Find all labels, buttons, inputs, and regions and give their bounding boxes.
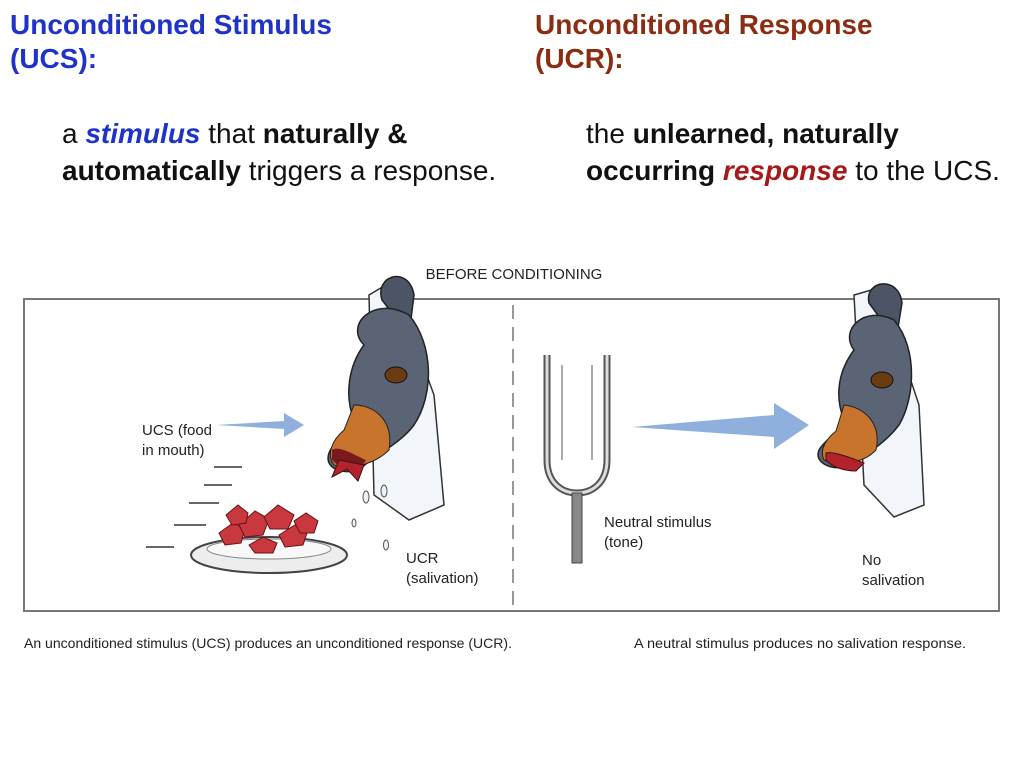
ucs-label-line1: UCS (food <box>142 422 212 439</box>
ucr-heading: Unconditioned Response (UCR): <box>535 8 975 76</box>
no-salivation-label-line2: salivation <box>862 572 925 589</box>
salivating-dog-illustration <box>327 275 445 551</box>
ucs-definition: a stimulus that naturally & automaticall… <box>62 115 502 189</box>
ucr-def-rest: to the UCS. <box>855 155 1000 186</box>
figure-title: BEFORE CONDITIONING <box>426 266 603 283</box>
ucr-definition: the unlearned, naturally occurring respo… <box>586 115 1016 189</box>
neutral-stimulus-arrow <box>632 403 809 449</box>
ucs-arrow <box>216 413 304 437</box>
ucr-label-line1: UCR <box>406 550 439 567</box>
ucr-def-bold: unlearned, naturally occurring <box>586 118 899 186</box>
no-salivation-label-line1: No <box>862 552 881 569</box>
food-plate-illustration <box>190 504 348 574</box>
neutral-stimulus-label-line1: Neutral stimulus <box>604 514 712 531</box>
ucs-heading-line2: (UCS): <box>10 43 98 74</box>
ucr-heading-line2: (UCR): <box>535 43 624 74</box>
ucs-def-a: a <box>62 118 78 149</box>
ucs-def-that: that <box>208 118 255 149</box>
caption-right: A neutral stimulus produces no salivatio… <box>634 635 966 651</box>
ucs-label-line2: in mouth) <box>142 442 205 459</box>
caption-left: An unconditioned stimulus (UCS) produces… <box>24 635 512 651</box>
ucs-heading: Unconditioned Stimulus (UCS): <box>10 8 430 76</box>
tuning-fork-icon <box>543 355 611 564</box>
ucr-heading-line1: Unconditioned Response <box>535 9 873 40</box>
ucr-def-the: the <box>586 118 625 149</box>
motion-lines <box>146 466 242 548</box>
ucr-def-response: response <box>722 155 848 186</box>
ucr-label-line2: (salivation) <box>406 570 479 587</box>
ucs-def-bold: naturally & automatically <box>62 118 408 186</box>
ucs-def-rest: triggers a response. <box>248 155 497 186</box>
figure-title-bg <box>419 255 619 291</box>
neutral-stimulus-label-line2: (tone) <box>604 534 643 551</box>
ucs-def-stimulus: stimulus <box>85 118 201 149</box>
ucs-heading-line1: Unconditioned Stimulus <box>10 9 332 40</box>
before-conditioning-figure: BEFORE CONDITIONING <box>23 255 1000 651</box>
non-salivating-dog-illustration <box>817 283 925 518</box>
